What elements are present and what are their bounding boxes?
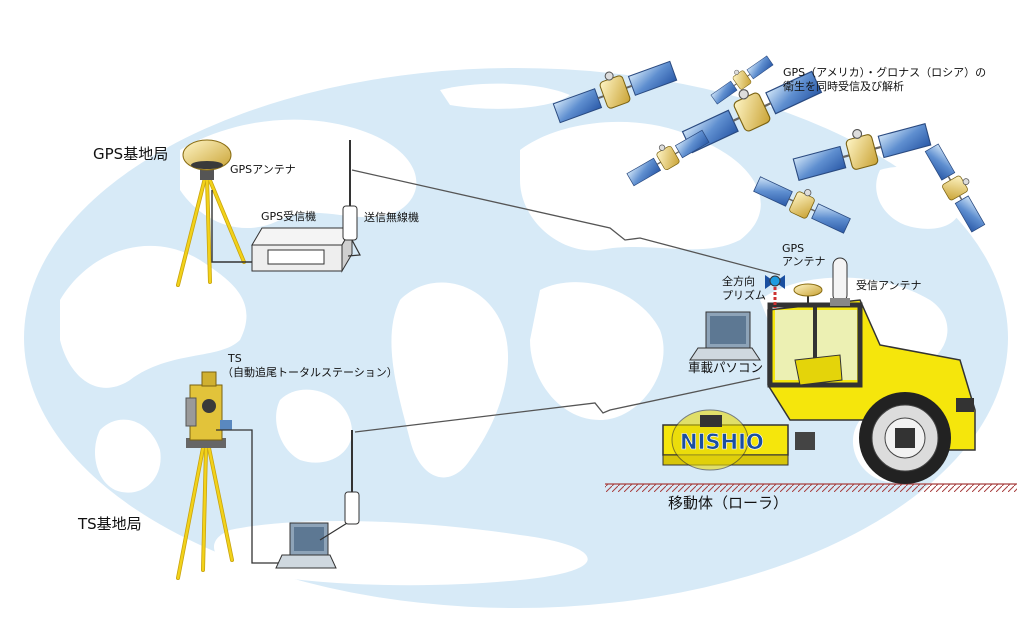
mobile-body-label: 移動体（ローラ） [668, 494, 789, 512]
vehicle-gps-label-line2: アンテナ [782, 255, 826, 268]
satellite-caption-line1: GPS（アメリカ）・グロナス（ロシア）の [783, 66, 987, 79]
satellite-icon [710, 55, 774, 105]
laptop-icon [689, 311, 761, 361]
gps-receiver-icon [251, 226, 353, 273]
prism-label-line1: 全方向 [722, 275, 755, 288]
satellite-caption-line2: 衛生を同時受信及び解析 [783, 80, 904, 93]
onboard-pc-label: 車載パソコン [688, 360, 764, 375]
receive-antenna-icon [830, 257, 850, 306]
receive-antenna-label: 受信アンテナ [856, 279, 922, 292]
gps-antenna-label: GPSアンテナ [230, 163, 296, 176]
gps-antenna-icon [793, 283, 823, 305]
ts-base-station [176, 371, 360, 580]
radio-antenna-icon [342, 140, 358, 241]
satellites [552, 55, 986, 234]
ts-label-line1: TS [228, 352, 242, 365]
roller-icon: NISHIO [662, 299, 976, 484]
satellite-icon [753, 176, 851, 234]
radio-antenna-icon [344, 430, 360, 525]
satellite-icon [681, 70, 823, 154]
vehicle-gps-label-line1: GPS [782, 242, 805, 255]
wheel-icon [859, 392, 951, 484]
gps-base-label: GPS基地局 [93, 145, 169, 163]
gps-receiver-label: GPS受信機 [261, 210, 317, 223]
prism-label-line2: プリズム [722, 289, 766, 302]
transmitter-label: 送信無線機 [364, 211, 419, 224]
prism-icon [765, 275, 785, 289]
satellite-icon [924, 143, 986, 233]
satellite-icon [552, 60, 678, 124]
satellite-icon [792, 123, 932, 181]
brand-logo: NISHIO [680, 430, 764, 454]
signal-lines [351, 169, 781, 433]
vehicle-antennas [765, 257, 850, 308]
ts-label-line2: （自動追尾トータルステーション） [222, 366, 398, 379]
gps-base-station [176, 139, 361, 287]
ts-base-label: TS基地局 [78, 515, 142, 533]
total-station-icon [185, 371, 232, 448]
satellite-icon [626, 129, 710, 187]
ground-hatching [605, 484, 1017, 492]
